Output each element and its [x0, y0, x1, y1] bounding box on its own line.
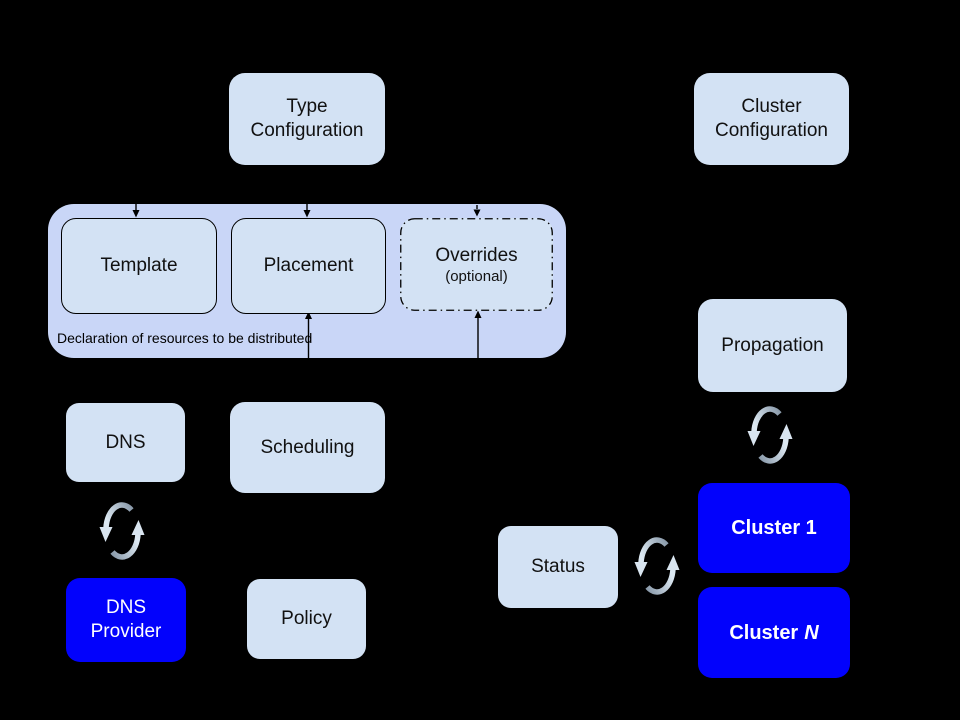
sync-icon: [97, 497, 147, 565]
node-label: Cluster N: [729, 621, 819, 644]
node-label: Cluster 1: [731, 517, 817, 539]
node-status: Status: [498, 526, 618, 608]
node-sublabel: (optional): [445, 267, 508, 285]
node-template: Template: [61, 218, 217, 314]
node-cluster-1: Cluster 1: [698, 483, 850, 573]
node-label: Type: [286, 96, 328, 117]
node-label: DNS: [105, 431, 146, 453]
node-label: Provider: [90, 621, 162, 642]
node-dns-provider: DNS Provider: [66, 578, 186, 662]
node-label: Scheduling: [260, 436, 355, 458]
cluster-n-italic: N: [804, 621, 819, 644]
node-overrides: Overrides (optional): [400, 218, 553, 311]
node-label: Cluster: [741, 96, 802, 117]
container-caption: Declaration of resources to be distribut…: [57, 330, 313, 346]
node-propagation: Propagation: [698, 299, 847, 392]
node-policy: Policy: [247, 579, 366, 659]
node-label: Configuration: [250, 120, 364, 141]
node-placement: Placement: [231, 218, 386, 314]
node-type-configuration: Type Configuration: [229, 73, 385, 165]
node-dns: DNS: [66, 403, 185, 482]
node-label: Propagation: [721, 334, 824, 356]
node-label: Configuration: [714, 120, 829, 141]
node-label: Overrides: [435, 244, 518, 266]
node-cluster-configuration: Cluster Configuration: [694, 73, 849, 165]
node-cluster-n: Cluster N: [698, 587, 850, 678]
node-label: Template: [100, 255, 178, 276]
sync-icon: [745, 401, 795, 469]
sync-icon: [632, 532, 682, 600]
node-label: Policy: [281, 608, 332, 629]
node-label: Placement: [263, 255, 354, 276]
node-label: Status: [531, 556, 585, 577]
node-label: DNS: [105, 597, 147, 618]
node-scheduling: Scheduling: [230, 402, 385, 493]
